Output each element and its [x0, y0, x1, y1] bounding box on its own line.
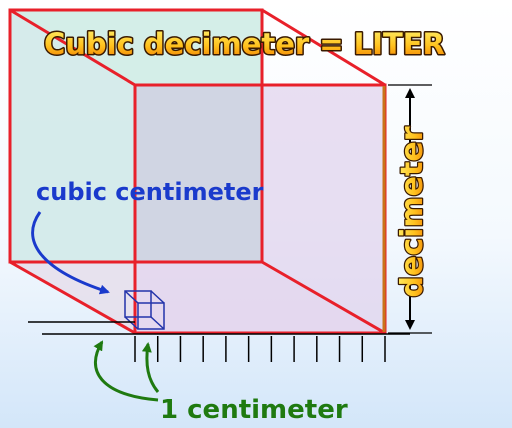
ruler	[28, 321, 410, 362]
cube-overlap-region	[135, 85, 262, 262]
cube-edge	[9, 260, 136, 335]
page-title: Cubic decimeter = LITER	[44, 27, 445, 61]
cubic-centimeter-arrow	[31, 211, 110, 295]
small-cube	[124, 290, 165, 330]
cube-edge	[261, 8, 386, 87]
decimeter-dimension	[388, 84, 432, 334]
decimeter-label: decimeter	[395, 126, 430, 297]
ruler-ticks	[134, 336, 386, 362]
cube-edge	[261, 260, 386, 335]
cubic-centimeter-label: cubic centimeter	[36, 178, 264, 206]
one-centimeter-arrow-right	[141, 342, 160, 393]
one-centimeter-label: 1 centimeter	[160, 395, 348, 425]
cube-edge	[9, 8, 136, 87]
decimeter-cube	[8, 8, 387, 335]
one-centimeter-arrow-left	[93, 340, 159, 402]
